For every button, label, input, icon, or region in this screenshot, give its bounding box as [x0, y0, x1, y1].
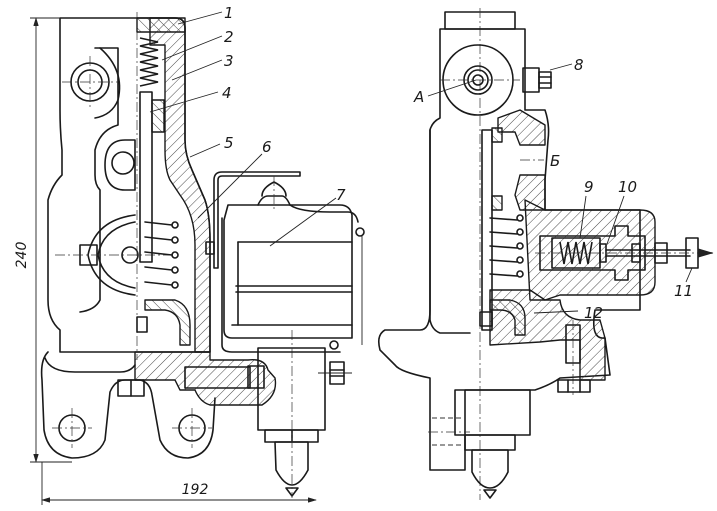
callout-5: 5 — [224, 134, 234, 152]
right-section-upper — [497, 109, 546, 146]
callouts-right: 8 А Б 9 10 11 12 — [413, 56, 693, 322]
coil-7 — [223, 204, 353, 339]
spring-6 — [144, 221, 179, 289]
bracket — [213, 171, 301, 269]
callout-2: 2 — [224, 28, 234, 46]
callout-1: 1 — [224, 4, 234, 22]
spring-2 — [139, 37, 159, 87]
callout-3: 3 — [224, 52, 234, 70]
dimension-height-label: 240 — [14, 242, 30, 269]
dimension-width: 192 — [41, 462, 317, 505]
left-view — [40, 12, 365, 498]
callout-a: А — [413, 88, 424, 106]
callout-b: Б — [550, 152, 560, 170]
outlet-body — [257, 347, 326, 431]
left-recess — [79, 47, 119, 313]
callout-7: 7 — [336, 186, 346, 204]
callout-9: 9 — [584, 178, 594, 196]
callout-12: 12 — [584, 304, 603, 322]
callout-11: 11 — [674, 282, 693, 300]
dimension-width-label: 192 — [182, 482, 209, 498]
dimension-height: 240 — [14, 17, 72, 463]
callout-8: 8 — [574, 56, 584, 74]
left-outlet-channel — [134, 351, 277, 406]
right-spring — [489, 214, 524, 278]
callout-6: 6 — [262, 138, 272, 156]
right-view — [378, 8, 714, 500]
callout-4: 4 — [222, 84, 232, 102]
callouts-left: 1 2 3 4 5 6 7 — [149, 4, 346, 247]
callout-10: 10 — [618, 178, 637, 196]
